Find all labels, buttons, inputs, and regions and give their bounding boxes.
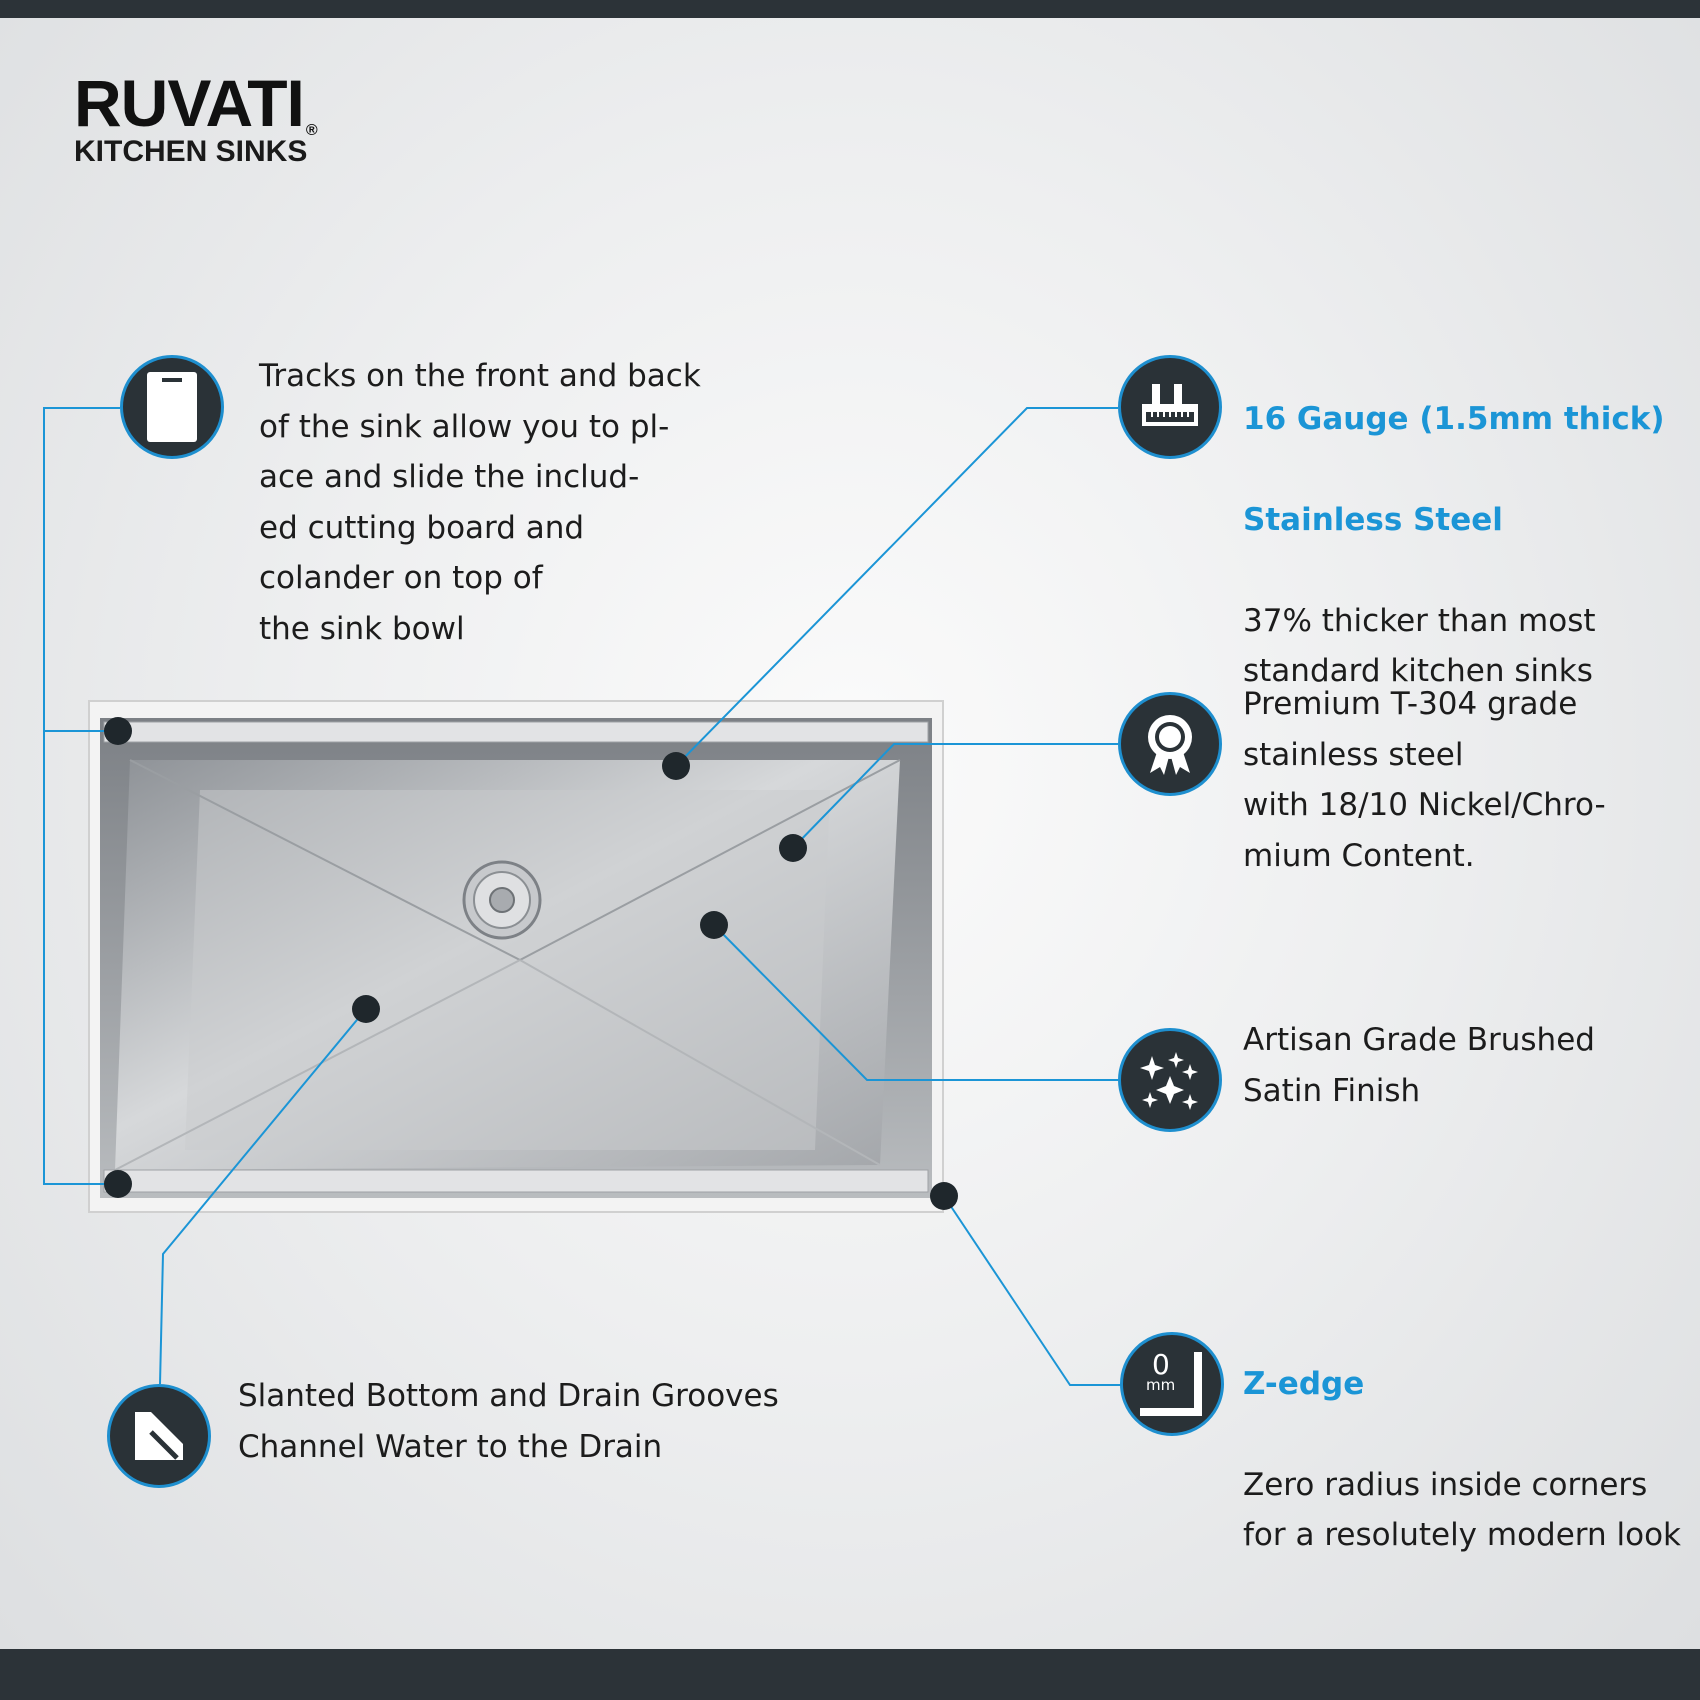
finish-description: Artisan Grade Brushed Satin Finish xyxy=(1243,1022,1595,1109)
gauge-block: 16 Gauge (1.5mm thick) Stainless Steel 3… xyxy=(1243,343,1665,747)
slanted-description: Slanted Bottom and Drain Grooves Channel… xyxy=(238,1378,779,1465)
dot-slanted xyxy=(352,995,380,1023)
sink xyxy=(88,700,944,1213)
callout-dots xyxy=(104,717,958,1210)
dot-track-front xyxy=(104,1170,132,1198)
zedge-block: Z-edge Zero radius inside corners for a … xyxy=(1243,1308,1681,1611)
zero-radius-corner-icon: 0 mm xyxy=(1120,1332,1224,1436)
zedge-title: Z-edge xyxy=(1243,1365,1365,1402)
dot-steel xyxy=(779,834,807,862)
sparkles-icon xyxy=(1118,1028,1222,1132)
slanted-bottom-icon xyxy=(107,1384,211,1488)
drain xyxy=(462,860,542,940)
gauge-title-line2: Stainless Steel xyxy=(1243,501,1503,538)
award-ribbon-icon xyxy=(1118,692,1222,796)
dot-gauge xyxy=(662,752,690,780)
gauge-description: 37% thicker than most standard kitchen s… xyxy=(1243,602,1596,690)
callout-lines xyxy=(43,407,1122,1386)
tracks-description: Tracks on the front and back of the sink… xyxy=(259,358,701,647)
dot-finish xyxy=(700,911,728,939)
gauge-title-line1: 16 Gauge (1.5mm thick) xyxy=(1243,400,1665,437)
ruler-thickness-icon xyxy=(1118,355,1222,459)
logo-subtitle: KITCHEN SINKS xyxy=(74,135,308,168)
cutting-board-icon xyxy=(120,355,224,459)
dot-track-back xyxy=(104,717,132,745)
logo-brand: RUVATI xyxy=(74,66,305,140)
ruvati-logo: RUVATI® KITCHEN SINKS xyxy=(74,70,318,168)
registered-mark: ® xyxy=(305,122,318,139)
steel-description: Premium T-304 grade stainless steel with… xyxy=(1243,686,1606,874)
top-bar xyxy=(0,0,1700,18)
icon-zero: 0 xyxy=(1152,1348,1170,1381)
zedge-description: Zero radius inside corners for a resolut… xyxy=(1243,1466,1681,1554)
icon-mm: mm xyxy=(1146,1376,1176,1394)
bottom-bar xyxy=(0,1649,1700,1700)
dot-zedge xyxy=(930,1182,958,1210)
